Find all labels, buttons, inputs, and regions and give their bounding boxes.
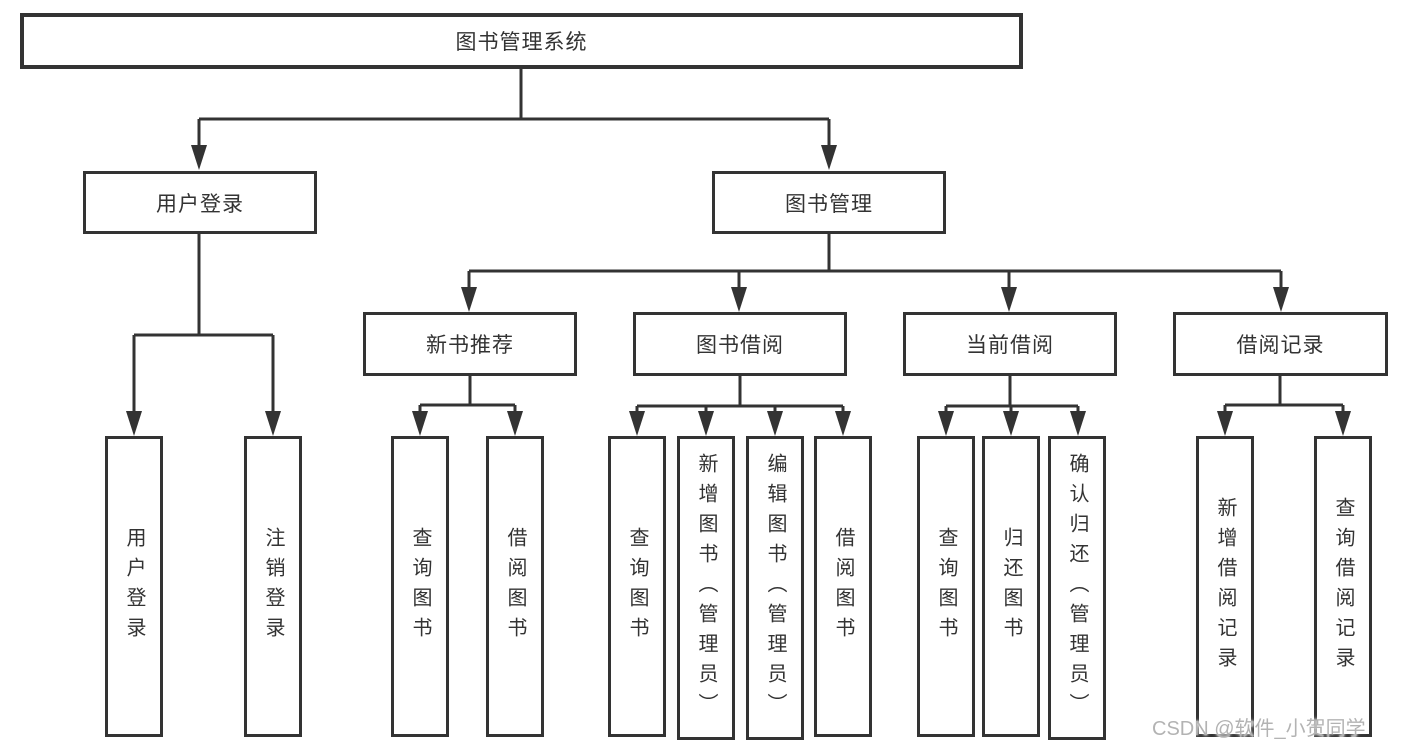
node-library-system: 图书管理系统 — [20, 13, 1023, 69]
node-current-borrow-label: 当前借阅 — [966, 334, 1054, 357]
leaf-query-book-recommend: 查询图书 — [391, 436, 449, 737]
leaf-return-book-label: 归还图书 — [1000, 526, 1022, 647]
leaf-edit-book-admin-label: 编辑图书（管理员） — [764, 453, 786, 723]
leaf-query-book-borrow: 查询图书 — [608, 436, 666, 737]
leaf-borrow-book-borrow-label: 借阅图书 — [832, 526, 854, 647]
node-book-management-label: 图书管理 — [785, 192, 873, 216]
leaf-borrow-book-borrow: 借阅图书 — [814, 436, 872, 737]
leaf-query-borrow-record: 查询借阅记录 — [1314, 436, 1372, 737]
leaf-query-book-current: 查询图书 — [917, 436, 975, 737]
edge-recommend-to-leaves — [418, 376, 517, 413]
leaf-logout-login: 注销登录 — [244, 436, 302, 737]
csdn-watermark: CSDN @软件_小贺同学 — [1152, 718, 1366, 740]
node-user-login-label: 用户登录 — [156, 192, 244, 216]
node-borrow-records-label: 借阅记录 — [1236, 334, 1325, 357]
node-new-book-recommend-label: 新书推荐 — [426, 334, 514, 357]
node-borrow-records: 借阅记录 — [1173, 312, 1388, 376]
leaf-add-book-admin-label: 新增图书（管理员） — [695, 453, 717, 723]
leaf-borrow-book-recommend-label: 借阅图书 — [504, 526, 526, 647]
node-book-borrow-label: 图书借阅 — [696, 334, 784, 357]
node-current-borrow: 当前借阅 — [903, 312, 1117, 376]
leaf-add-borrow-record-label: 新增借阅记录 — [1214, 496, 1236, 677]
leaf-user-login: 用户登录 — [105, 436, 163, 737]
leaf-query-book-borrow-label: 查询图书 — [626, 526, 648, 647]
edge-currentborrow-to-leaves — [944, 376, 1080, 413]
edge-bookborrow-to-leaves — [635, 376, 845, 413]
edge-bookmgmt-to-level3 — [467, 234, 1283, 290]
leaf-confirm-return-admin: 确认归还（管理员） — [1048, 436, 1106, 740]
leaf-query-book-recommend-label: 查询图书 — [409, 526, 431, 647]
leaf-user-login-label: 用户登录 — [123, 526, 145, 647]
arrowheads — [126, 145, 1351, 436]
leaf-logout-login-label: 注销登录 — [262, 526, 284, 647]
node-user-login: 用户登录 — [83, 171, 317, 234]
leaf-query-borrow-record-label: 查询借阅记录 — [1332, 496, 1354, 677]
node-new-book-recommend: 新书推荐 — [363, 312, 577, 376]
node-library-system-label: 图书管理系统 — [455, 31, 588, 54]
leaf-query-book-current-label: 查询图书 — [935, 526, 957, 647]
edge-userlogin-to-leaves — [132, 234, 275, 413]
leaf-borrow-book-recommend: 借阅图书 — [486, 436, 544, 737]
node-book-borrow: 图书借阅 — [633, 312, 847, 376]
edge-records-to-leaves — [1223, 376, 1345, 413]
leaf-add-borrow-record: 新增借阅记录 — [1196, 436, 1254, 737]
node-book-management: 图书管理 — [712, 171, 946, 234]
leaf-add-book-admin: 新增图书（管理员） — [677, 436, 735, 740]
edge-root-to-level2 — [197, 69, 831, 147]
leaf-confirm-return-admin-label: 确认归还（管理员） — [1066, 453, 1088, 723]
leaf-return-book: 归还图书 — [982, 436, 1040, 737]
leaf-edit-book-admin: 编辑图书（管理员） — [746, 436, 804, 740]
